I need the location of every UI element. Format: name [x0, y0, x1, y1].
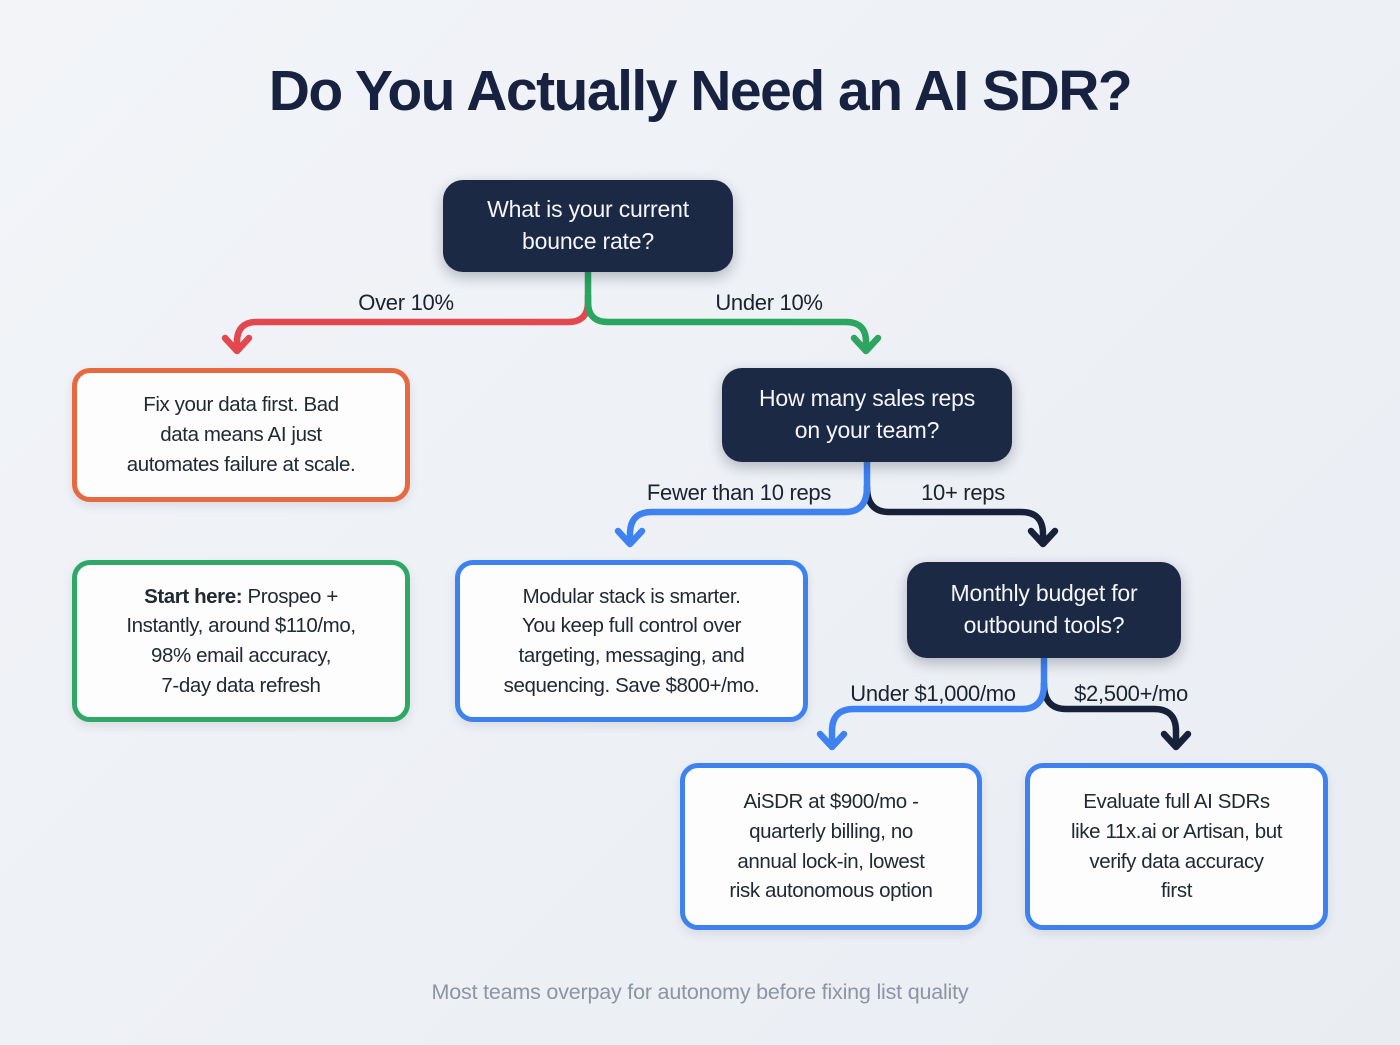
branch-label-over-10: Over 10% [358, 290, 454, 315]
outcome-box-start-here: Start here: Prospeo + Instantly, around … [72, 560, 410, 722]
outcome-box-aisdr: AiSDR at $900/mo - quarterly billing, no… [680, 763, 982, 930]
branch-label-2500-plus-mo: $2,500+/mo [1074, 681, 1188, 706]
decision-node-monthly-budget: Monthly budget for outbound tools? [907, 562, 1181, 658]
decision-node-sales-reps: How many sales reps on your team? [722, 368, 1012, 462]
outcome-box-evaluate-ai-sdrs: Evaluate full AI SDRs like 11x.ai or Art… [1025, 763, 1328, 930]
outcome-box-aisdr-text: AiSDR at $900/mo - quarterly billing, no… [729, 790, 933, 903]
outcome-box-modular-stack-text: Modular stack is smarter. You keep full … [503, 584, 760, 697]
start-here-detail: Prospeo + Instantly, around $110/mo, 98%… [126, 584, 356, 697]
branch-label-fewer-than-10-reps: Fewer than 10 reps [646, 480, 832, 505]
outcome-box-evaluate-ai-sdrs-text: Evaluate full AI SDRs like 11x.ai or Art… [1070, 790, 1283, 903]
branch-label-under-1000-mo: Under $1,000/mo [850, 681, 1016, 706]
decision-node-bounce-rate: What is your current bounce rate? [443, 180, 733, 272]
outcome-box-modular-stack: Modular stack is smarter. You keep full … [455, 560, 808, 722]
start-here-lead: Start here: [144, 584, 243, 608]
outcome-box-fix-data: Fix your data first. Bad data means AI j… [72, 368, 410, 502]
footer-note: Most teams overpay for autonomy before f… [431, 980, 969, 1004]
branch-label-under-10: Under 10% [715, 290, 823, 315]
page-title: Do You Actually Need an AI SDR? [268, 59, 1133, 123]
outcome-box-start-here-text: Start here: Prospeo + Instantly, around … [126, 582, 356, 701]
branch-label-10-plus-reps: 10+ reps [921, 480, 1005, 505]
outcome-box-fix-data-text: Fix your data first. Bad data means AI j… [126, 393, 356, 476]
